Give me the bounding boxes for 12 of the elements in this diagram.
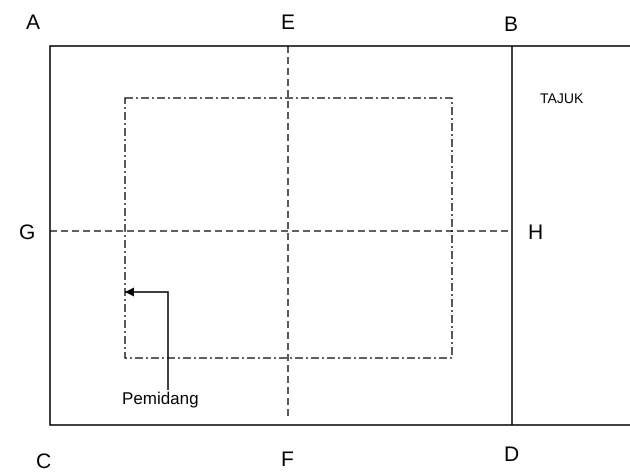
point-label: C [36, 451, 52, 472]
point-label: H [528, 222, 544, 243]
point-label: E [281, 12, 296, 33]
point-label: D [504, 444, 520, 465]
area-label: TAJUK [540, 91, 584, 105]
leader-line [125, 288, 169, 390]
dash-dot-rectangle [124, 97, 453, 359]
point-label: F [281, 449, 294, 470]
leader-text: Pemidang [122, 390, 199, 407]
point-label: B [504, 14, 518, 35]
point-label: A [26, 12, 40, 33]
point-label: G [19, 222, 36, 243]
